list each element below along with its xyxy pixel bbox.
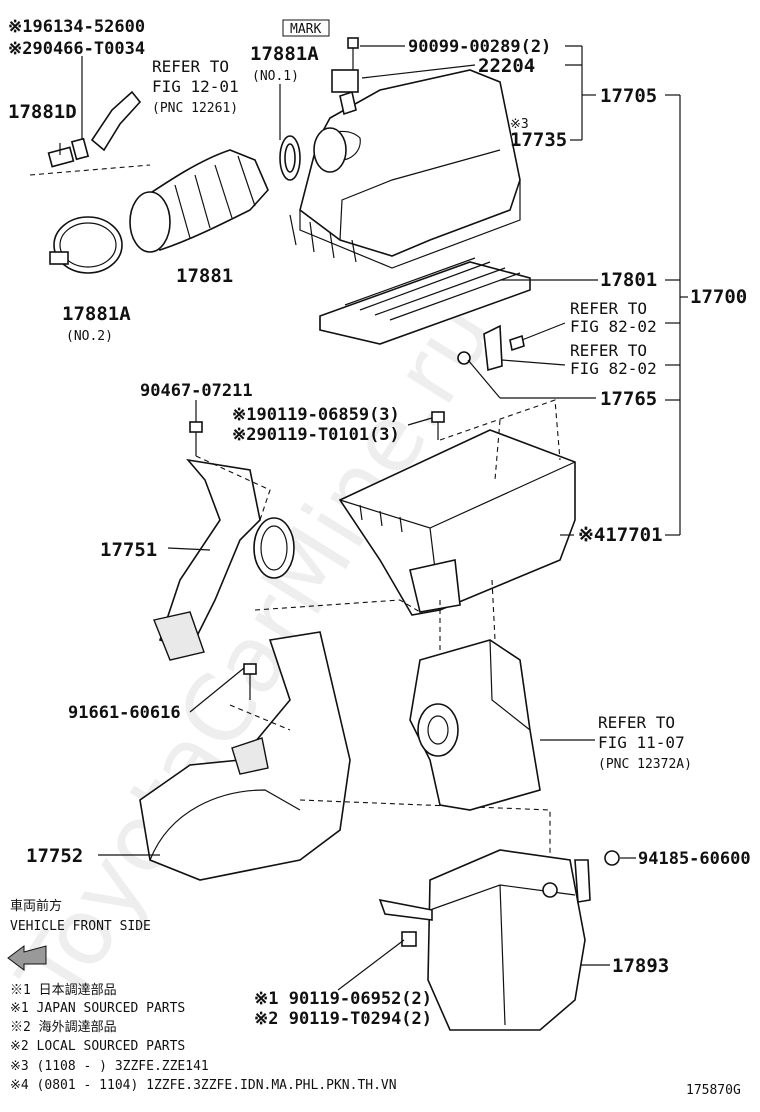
air-filter-element-drawing xyxy=(319,257,531,345)
callout-17700: 17700 xyxy=(690,286,747,308)
callout-17765: 17765 xyxy=(600,388,657,410)
callout-17701: ※417701 xyxy=(578,524,663,546)
refer-82-02-b-line1: REFER TO xyxy=(570,341,647,360)
refer-82-02-a-line2: FIG 82-02 xyxy=(570,317,657,336)
callout-17881a-no1: 17881A xyxy=(250,43,319,65)
callout-94185-60600: 94185-60600 xyxy=(638,849,751,869)
callout-17751: 17751 xyxy=(100,539,157,561)
pcv-fitting-drawing xyxy=(47,90,142,168)
callout-90467-07211: 90467-07211 xyxy=(140,381,253,401)
callout-290466-t0034: ※290466-T0034 xyxy=(8,39,145,59)
callout-17801: 17801 xyxy=(600,269,657,291)
legend-note1-en: ※1 JAPAN SOURCED PARTS xyxy=(10,1001,185,1016)
legend-note2-jp: ※2 海外調達部品 xyxy=(10,1020,117,1035)
refer-82-02-a-line1: REFER TO xyxy=(570,299,647,318)
callout-90119-t0101: ※290119-T0101(3) xyxy=(232,425,400,445)
callout-91661-60616: 91661-60616 xyxy=(68,703,181,723)
callout-17735-mark: ※3 xyxy=(510,117,529,132)
refer-11-07-line1: REFER TO xyxy=(598,713,675,732)
callout-17881a-no2: 17881A xyxy=(62,303,131,325)
intake-hose-drawing xyxy=(129,135,301,253)
callout-90119-06952: ※1 90119-06952(2) xyxy=(254,989,432,1009)
refer-12-01-line2: FIG 12-01 xyxy=(152,77,239,96)
callout-90099-00289: 90099-00289(2) xyxy=(408,37,551,57)
refer-11-07-line2: FIG 11-07 xyxy=(598,733,685,752)
legend-note2-en: ※2 LOCAL SOURCED PARTS xyxy=(10,1039,185,1054)
hose-clamp-no2-drawing xyxy=(49,216,123,274)
mass-air-flow-sensor-drawing xyxy=(331,37,359,93)
callout-17881a-no1-sub: (NO.1) xyxy=(252,69,299,84)
callout-90119-t0294: ※2 90119-T0294(2) xyxy=(254,1009,432,1029)
legend-note3: ※3 (1108 - ) 3ZZFE.ZZE141 xyxy=(10,1059,209,1074)
refer-12-01-line3: (PNC 12261) xyxy=(152,101,238,116)
figure-code: 175870G xyxy=(686,1083,741,1098)
air-cleaner-case-drawing xyxy=(338,429,576,616)
callout-17752: 17752 xyxy=(26,845,83,867)
bolt-90467-drawing xyxy=(189,421,203,456)
callout-17735: 17735 xyxy=(510,129,567,151)
callout-17881: 17881 xyxy=(176,265,233,287)
resonator-17893-drawing xyxy=(378,849,620,1031)
air-inlet-17752-drawing xyxy=(139,631,351,881)
callout-17705: 17705 xyxy=(600,85,657,107)
mark-box xyxy=(282,19,330,37)
leader-lines xyxy=(59,45,688,991)
refer-11-07-line3: (PNC 12372A) xyxy=(598,757,692,772)
case-bracket-drawing xyxy=(409,639,541,811)
air-inlet-17751-drawing xyxy=(153,458,295,661)
callout-17881a-no2-sub: (NO.2) xyxy=(66,329,113,344)
callout-196134-52600: ※196134-52600 xyxy=(8,17,145,37)
callout-17881d: 17881D xyxy=(8,101,77,123)
legend-front-jp: 車両前方 xyxy=(10,898,62,914)
mark-label: MARK xyxy=(290,22,321,37)
legend-front-en: VEHICLE FRONT SIDE xyxy=(10,919,151,934)
bracket-17765-drawing xyxy=(457,324,525,372)
refer-12-01-line1: REFER TO xyxy=(152,57,229,76)
refer-82-02-b-line2: FIG 82-02 xyxy=(570,359,657,378)
legend-note1-jp: ※1 日本調達部品 xyxy=(10,983,117,998)
callout-17893: 17893 xyxy=(612,955,669,977)
callout-22204: 22204 xyxy=(478,55,535,77)
bolt-90119-top-drawing xyxy=(431,411,445,440)
legend-note4: ※4 (0801 - 1104) 1ZZFE.3ZZFE.IDN.MA.PHL.… xyxy=(10,1078,397,1093)
front-arrow-icon xyxy=(7,945,47,971)
callout-90119-06859: ※190119-06859(3) xyxy=(232,405,400,425)
air-cleaner-cap-drawing xyxy=(289,69,521,269)
